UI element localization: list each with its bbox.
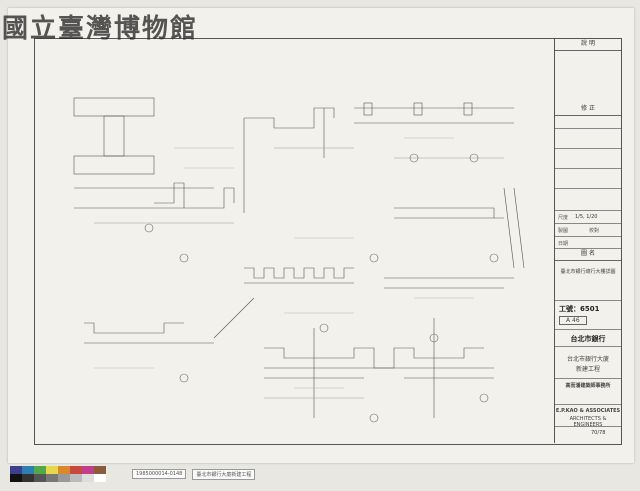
archive-code: 1985000014-0148 [132, 469, 187, 479]
gray-swatch [34, 474, 46, 482]
color-swatch [70, 466, 82, 474]
drawn-label: 製圖 [558, 228, 569, 234]
sheet-count: 70/78 [591, 430, 606, 436]
explanation-header: 說 明 [555, 38, 621, 51]
gray-swatch [22, 474, 34, 482]
gray-swatch [10, 474, 22, 482]
color-swatch [46, 466, 58, 474]
checked-label: 校對 [589, 228, 600, 234]
project-line-1: 台北市銀行大廈 [566, 356, 609, 363]
gray-swatch [46, 474, 58, 482]
drawing-border [34, 38, 622, 445]
gray-swatch [70, 474, 82, 482]
color-swatch [34, 466, 46, 474]
color-swatch [10, 466, 22, 474]
architectural-drawing [73, 97, 525, 423]
museum-watermark: 國立臺灣博物館 [2, 14, 199, 44]
color-swatch [82, 466, 94, 474]
firm-name-english: E.P.KAO & ASSOCIATES [555, 408, 621, 414]
drawing-name: 臺北市銀行總行大樓詳圖 [560, 269, 616, 275]
gray-swatch [58, 474, 70, 482]
firm-name: 高而潘建築師事務所 [565, 383, 611, 389]
client-name: 台北市銀行 [570, 335, 606, 343]
title-block: 說 明 修 正 尺度 1/5, 1/20 製圖 校對 日期 圖 名 臺北市銀行總… [554, 38, 621, 443]
color-swatch [58, 466, 70, 474]
scale-value: 1/5, 1/20 [575, 214, 598, 220]
date-label: 日期 [558, 241, 569, 247]
job-label: 工號： [559, 305, 580, 313]
project-line-2: 新建工程 [575, 366, 600, 373]
sheet-number: A 46 [559, 316, 587, 325]
color-calibration-strip [10, 466, 106, 482]
gray-swatch [94, 474, 106, 482]
drawing-name-header: 圖 名 [555, 248, 621, 261]
firm-subtitle: ARCHITECTS & ENGINEERS [569, 416, 607, 428]
archive-label-strip: 1985000014-0148 臺北市銀行大廈新建工程 [132, 467, 256, 481]
archive-title: 臺北市銀行大廈新建工程 [192, 468, 256, 480]
drawing-sheet: 說 明 修 正 尺度 1/5, 1/20 製圖 校對 日期 圖 名 臺北市銀行總… [8, 8, 634, 463]
color-swatch [22, 466, 34, 474]
gray-swatch [82, 474, 94, 482]
scale-label: 尺度 [558, 215, 569, 221]
job-number: 6501 [580, 305, 600, 313]
revision-header: 修 正 [555, 103, 621, 116]
color-swatch [94, 466, 106, 474]
